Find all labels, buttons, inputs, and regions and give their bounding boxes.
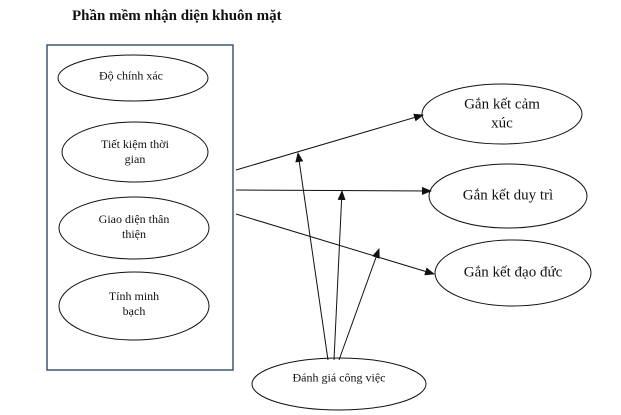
diagram-title: Phần mềm nhận diện khuôn mặt (72, 8, 282, 24)
factor-ellipse-time-saving (61, 121, 209, 183)
factor-ellipse-accuracy (57, 54, 209, 102)
outcome-label-continuance: Gắn kết duy trì (462, 187, 554, 204)
factor-label-transparency: Tính minh bạch (108, 289, 160, 318)
moderator-arrow-2 (333, 190, 346, 361)
moderator-arrow-1 (295, 152, 329, 361)
outcome-ellipse-continuance (428, 163, 588, 229)
factor-label-friendly-ui: Giao diện thân thiện (98, 212, 170, 241)
outcome-label-affective: Gắn kết cảm xúc (464, 96, 540, 131)
factor-label-time-saving: Tiết kiệm thời gian (101, 137, 169, 166)
factor-ellipse-transparency (58, 271, 210, 341)
moderator-arrow-3 (338, 248, 380, 361)
moderator-ellipse (251, 357, 427, 411)
outcome-ellipse-normative (434, 239, 592, 307)
arrow-to-normative (235, 213, 435, 276)
factors-group-box (46, 44, 234, 371)
arrow-to-affective (235, 113, 424, 171)
moderator-label: Đánh giá công việc (292, 370, 386, 385)
factor-label-accuracy: Độ chính xác (99, 68, 163, 83)
factor-ellipse-friendly-ui (58, 196, 210, 260)
arrow-to-continuance (235, 186, 432, 195)
outcome-label-normative: Gắn kết đạo đức (463, 264, 563, 281)
